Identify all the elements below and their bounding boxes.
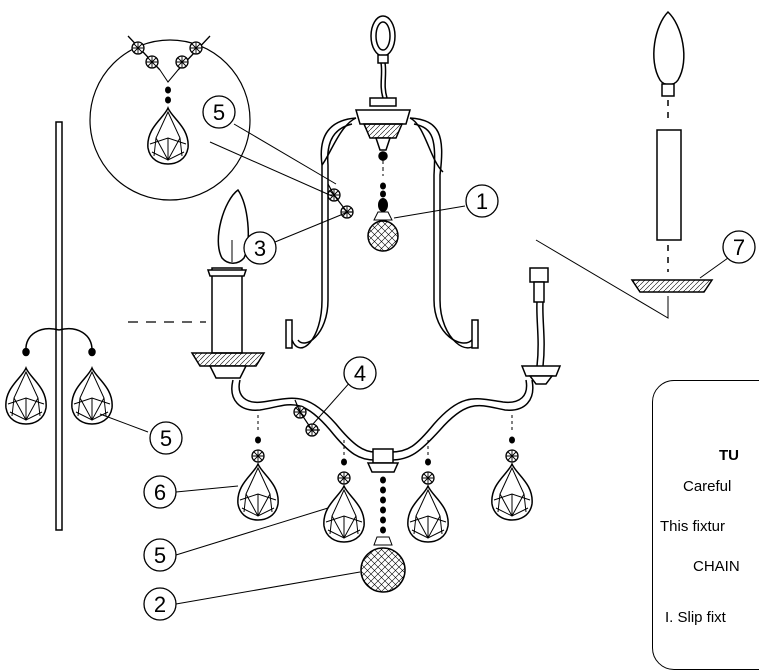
pendant-drops bbox=[237, 415, 533, 543]
svg-text:7: 7 bbox=[733, 235, 745, 260]
callout-7: 7 bbox=[722, 230, 756, 264]
right-candle-arm bbox=[520, 267, 562, 385]
frame-arms bbox=[291, 117, 479, 349]
svg-text:5: 5 bbox=[154, 543, 166, 568]
callout-5-inset: 5 bbox=[202, 95, 236, 129]
replacement-candle bbox=[535, 10, 714, 319]
canopy-top bbox=[355, 97, 411, 161]
callout-1: 1 bbox=[465, 184, 499, 218]
center-crystal-ball bbox=[367, 160, 399, 252]
instructions-line: This fixtur bbox=[660, 518, 726, 535]
instructions-panel: TU Careful This fixtur CHAIN I. Slip fix… bbox=[652, 380, 759, 670]
svg-text:6: 6 bbox=[154, 480, 166, 505]
callout-4: 4 bbox=[343, 356, 377, 390]
svg-text:5: 5 bbox=[160, 426, 172, 451]
hanging-loop bbox=[370, 15, 396, 99]
lower-frame bbox=[231, 319, 534, 473]
callout-3: 3 bbox=[243, 231, 277, 265]
chandelier-assembly-diagram: 1 2 3 4 5 5 5 6 bbox=[5, 10, 756, 621]
svg-text:2: 2 bbox=[154, 592, 166, 617]
bottom-crystal-ball bbox=[360, 476, 406, 593]
left-candle-arm bbox=[128, 188, 266, 379]
instructions-line: I. Slip fixt bbox=[665, 609, 726, 626]
callout-2: 2 bbox=[143, 587, 177, 621]
small-chain-3 bbox=[327, 183, 354, 219]
svg-text:3: 3 bbox=[254, 236, 266, 261]
svg-text:1: 1 bbox=[476, 189, 488, 214]
callout-5-wall: 5 bbox=[149, 421, 183, 455]
detail-inset bbox=[89, 35, 337, 201]
svg-text:5: 5 bbox=[213, 100, 225, 125]
callout-5-drop: 5 bbox=[143, 538, 177, 572]
instructions-title: TU bbox=[719, 447, 739, 464]
instructions-line: CHAIN bbox=[693, 558, 740, 575]
instructions-line: Careful bbox=[683, 478, 732, 495]
svg-text:4: 4 bbox=[354, 361, 366, 386]
leader-lines bbox=[99, 205, 729, 605]
callout-badges: 1 2 3 4 5 5 5 6 bbox=[143, 95, 756, 621]
wall-bracket-side-view bbox=[5, 121, 113, 531]
callout-6: 6 bbox=[143, 475, 177, 509]
small-chain-4 bbox=[293, 399, 320, 437]
